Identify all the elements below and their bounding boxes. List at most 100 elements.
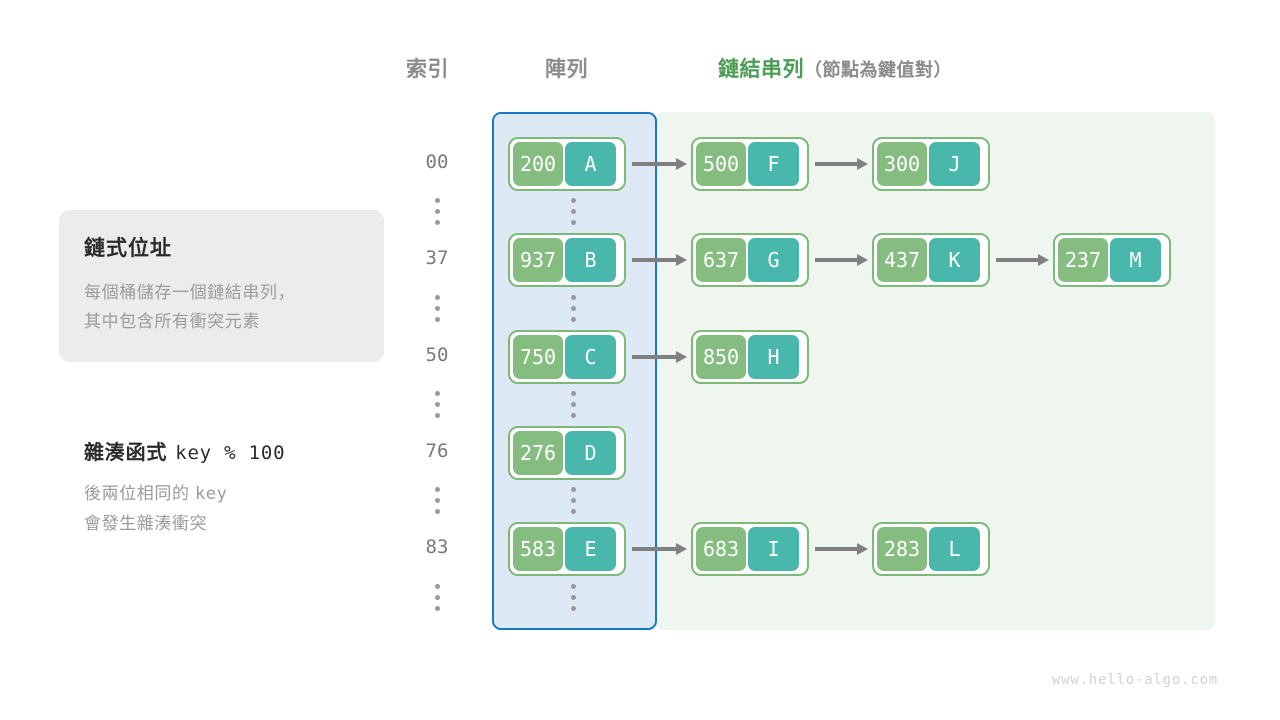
node-value: I — [748, 527, 799, 571]
hash-note-line-1: 後兩位相同的 key — [84, 479, 227, 509]
node-value: C — [565, 335, 616, 379]
node-value: L — [929, 527, 980, 571]
ellipsis-dot — [434, 595, 440, 600]
ellipsis-dot — [570, 209, 576, 214]
node-key: 283 — [877, 527, 927, 571]
arrow-head — [857, 158, 868, 170]
info-card-line-1: 每個桶儲存一個鏈結串列， — [84, 283, 296, 302]
node-key: 300 — [877, 142, 927, 186]
ellipsis-dot — [570, 487, 576, 492]
node-value: K — [929, 238, 980, 282]
bucket-index-label: 37 — [425, 247, 449, 269]
array-column-ellipsis — [566, 295, 580, 327]
index-column-ellipsis — [430, 198, 444, 230]
array-column-ellipsis — [566, 487, 580, 519]
hash-note-line-1-prefix: 後兩位相同的 — [84, 484, 190, 503]
linked-list-label: 鏈結串列 — [718, 58, 804, 81]
ellipsis-dot — [570, 306, 576, 311]
ellipsis-dot — [570, 584, 576, 589]
info-card-body: 每個桶儲存一個鏈結串列， 其中包含所有衝突元素 — [84, 278, 295, 336]
chain-arrow — [815, 254, 868, 266]
node-value: J — [929, 142, 980, 186]
arrow-shaft — [632, 162, 678, 166]
arrow-shaft — [815, 547, 859, 551]
column-header-array: 陣列 — [545, 58, 588, 81]
hash-note-key-token: key — [194, 484, 228, 504]
chain-arrow — [815, 543, 868, 555]
hash-note-line-2: 會發生雜湊衝突 — [84, 514, 208, 533]
node-value: G — [748, 238, 799, 282]
linked-list-sublabel: （節點為鍵值對） — [804, 60, 952, 80]
arrow-head — [676, 543, 687, 555]
bucket-index-label: 76 — [425, 440, 449, 462]
chain-arrow — [632, 351, 687, 363]
ellipsis-dot — [434, 402, 440, 407]
node-value: D — [565, 431, 616, 475]
node-key: 500 — [696, 142, 746, 186]
ellipsis-dot — [434, 209, 440, 214]
arrow-shaft — [632, 547, 678, 551]
ellipsis-dot — [570, 595, 576, 600]
ellipsis-dot — [570, 498, 576, 503]
ellipsis-dot — [434, 413, 440, 418]
chain-arrow — [632, 158, 687, 170]
ellipsis-dot — [570, 391, 576, 396]
array-column-ellipsis — [566, 198, 580, 230]
ellipsis-dot — [434, 295, 440, 300]
node-key: 437 — [877, 238, 927, 282]
ellipsis-dot — [434, 509, 440, 514]
ellipsis-dot — [434, 606, 440, 611]
node-value: E — [565, 527, 616, 571]
ellipsis-dot — [570, 295, 576, 300]
node-key: 937 — [513, 238, 563, 282]
node-key: 583 — [513, 527, 563, 571]
info-card — [59, 210, 384, 362]
chain-arrow — [632, 254, 687, 266]
node-value: A — [565, 142, 616, 186]
arrow-head — [676, 351, 687, 363]
index-column-ellipsis — [430, 584, 444, 616]
info-card-title: 鏈式位址 — [84, 237, 172, 260]
ellipsis-dot — [434, 198, 440, 203]
arrow-head — [857, 543, 868, 555]
arrow-head — [857, 254, 868, 266]
ellipsis-dot — [570, 198, 576, 203]
arrow-head — [676, 158, 687, 170]
hash-function-formula: key % 100 — [175, 442, 286, 464]
node-value: M — [1110, 238, 1161, 282]
bucket-index-label: 00 — [425, 151, 449, 173]
arrow-shaft — [815, 162, 859, 166]
arrow-shaft — [815, 258, 859, 262]
chain-arrow — [815, 158, 868, 170]
column-header-linked-list: 鏈結串列（節點為鍵值對） — [718, 53, 952, 83]
ellipsis-dot — [434, 317, 440, 322]
hash-function-note: 後兩位相同的 key 會發生雜湊衝突 — [84, 479, 227, 538]
node-key: 750 — [513, 335, 563, 379]
watermark: www.hello-algo.com — [1051, 672, 1218, 688]
node-value: F — [748, 142, 799, 186]
arrow-shaft — [996, 258, 1040, 262]
arrow-shaft — [632, 355, 678, 359]
chain-arrow — [996, 254, 1049, 266]
chain-arrow — [632, 543, 687, 555]
node-value: H — [748, 335, 799, 379]
ellipsis-dot — [434, 391, 440, 396]
index-column-ellipsis — [430, 295, 444, 327]
ellipsis-dot — [434, 584, 440, 589]
bucket-index-label: 83 — [425, 536, 449, 558]
node-key: 850 — [696, 335, 746, 379]
arrow-shaft — [632, 258, 678, 262]
ellipsis-dot — [570, 402, 576, 407]
node-key: 276 — [513, 431, 563, 475]
arrow-head — [676, 254, 687, 266]
